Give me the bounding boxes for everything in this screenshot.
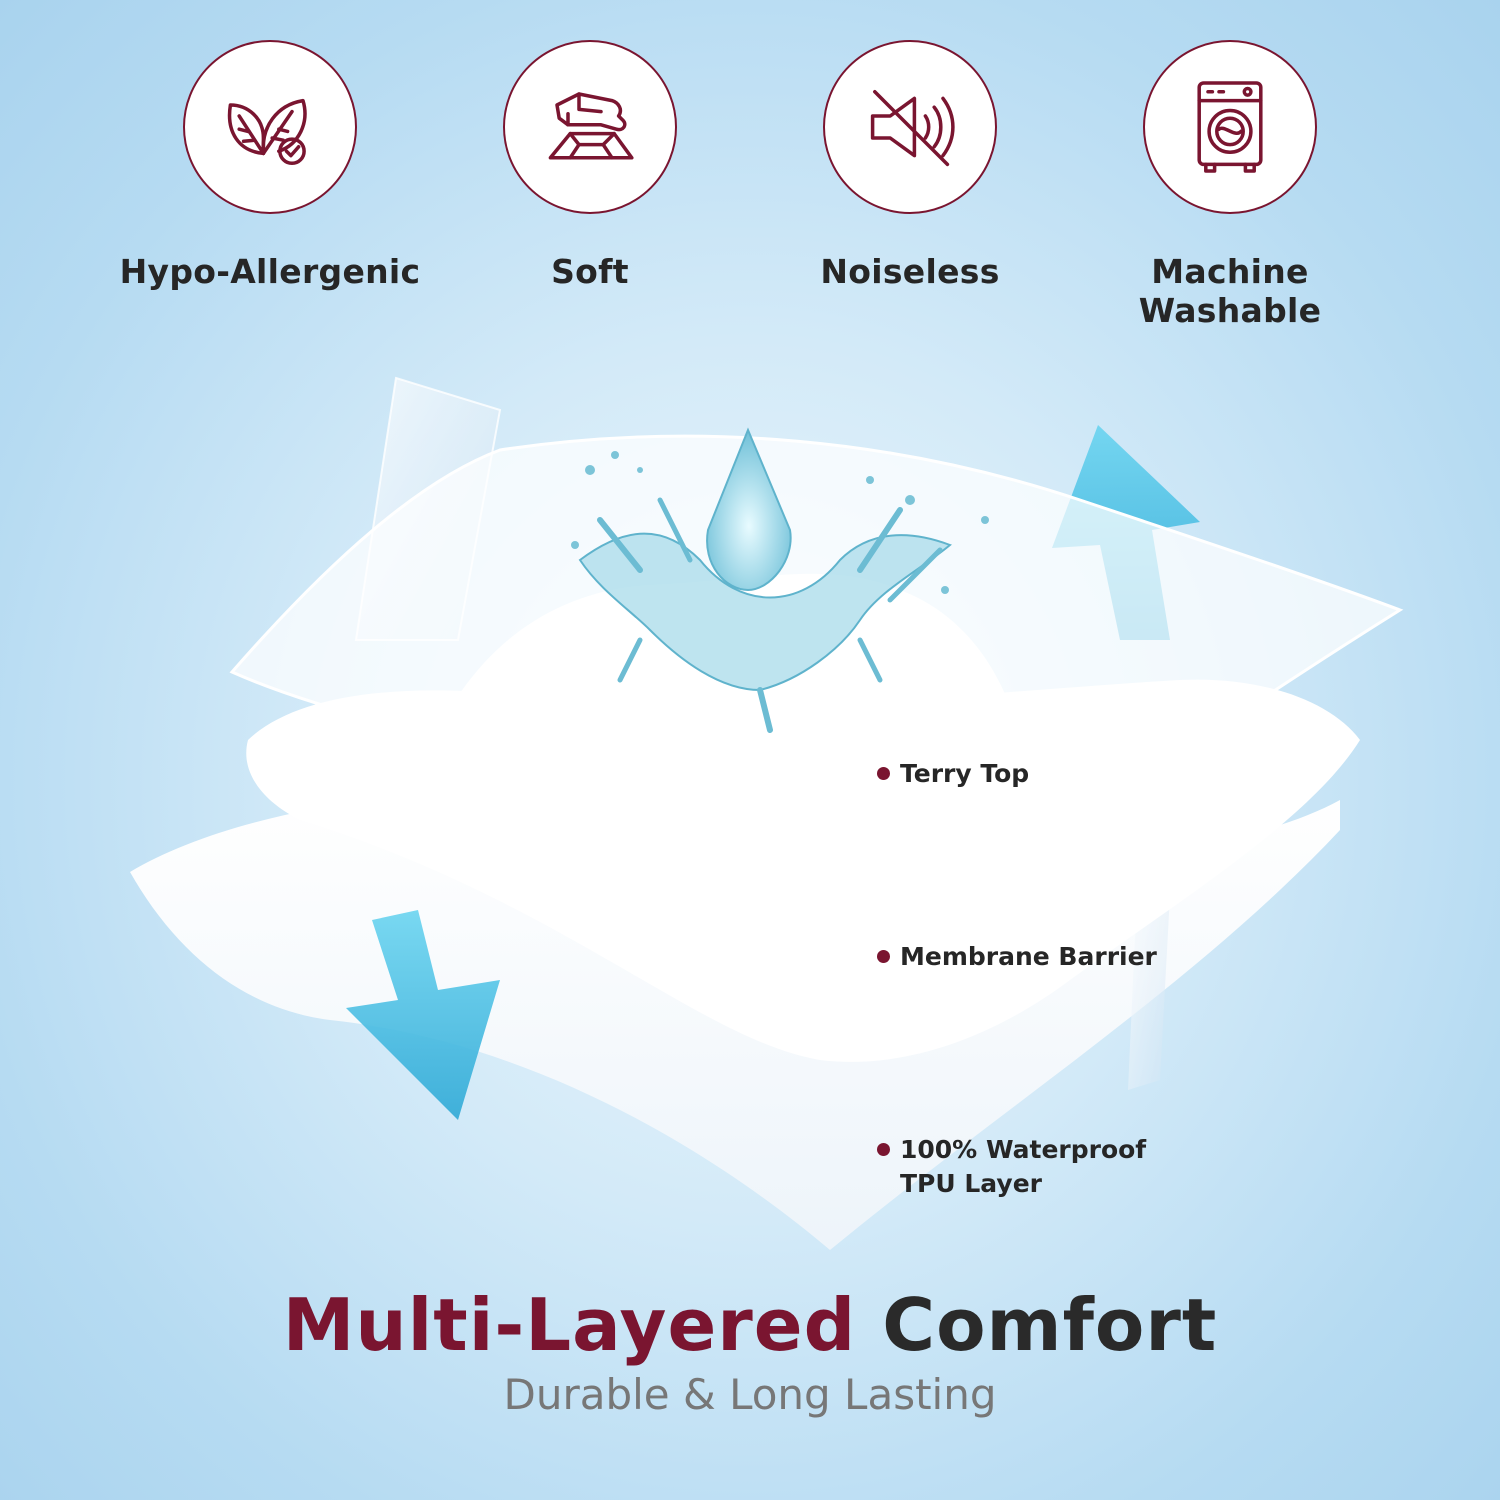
headline-rest: Comfort [882,1283,1218,1367]
feature-label: Noiseless [820,252,1000,291]
water-splash [571,427,989,733]
layer-label-tpu: 100% Waterproof TPU Layer [877,1133,1146,1201]
washing-machine-icon [1197,81,1263,173]
headline-accent: Multi-Layered [282,1283,857,1367]
speaker-mute-icon [870,90,955,167]
feature-label: Hypo-Allergenic [119,252,421,291]
layer-label-membrane: Membrane Barrier [877,940,1157,974]
bullet-dot [877,1143,890,1156]
feature-icon-circle [503,40,677,214]
feature-hypo-allergenic: Hypo-Allergenic [100,40,440,291]
bullet-dot [877,950,890,963]
headline: Multi-Layered Comfort [0,1283,1500,1367]
subheadline: Durable & Long Lasting [503,1370,997,1419]
feature-icon-circle [183,40,357,214]
terry-mound [420,573,1030,805]
leaf-check-icon [227,98,307,166]
layer-label-text: Terry Top [900,759,1030,788]
feature-label: Soft [551,252,629,291]
feature-icon-circle [823,40,997,214]
hand-fabric-icon [548,92,634,160]
down-arrow [346,910,500,1120]
feature-icon-circle [1143,40,1317,214]
feature-noiseless: Noiseless [740,40,1080,291]
layer-label-text: 100% Waterproof TPU Layer [900,1133,1146,1201]
layer-label-text: Membrane Barrier [900,942,1157,971]
bullet-dot [877,767,890,780]
feature-row: Hypo-Allergenic Soft Noiseless [0,0,1500,330]
feature-soft: Soft [420,40,760,291]
feature-machine-washable: Machine Washable [1060,40,1400,330]
layer-label-line1: 100% Waterproof [900,1135,1147,1164]
layer-label-line2: TPU Layer [900,1169,1042,1198]
feature-label: Machine Washable [1138,252,1322,330]
layer-label-terry-top: Terry Top [877,757,1029,791]
